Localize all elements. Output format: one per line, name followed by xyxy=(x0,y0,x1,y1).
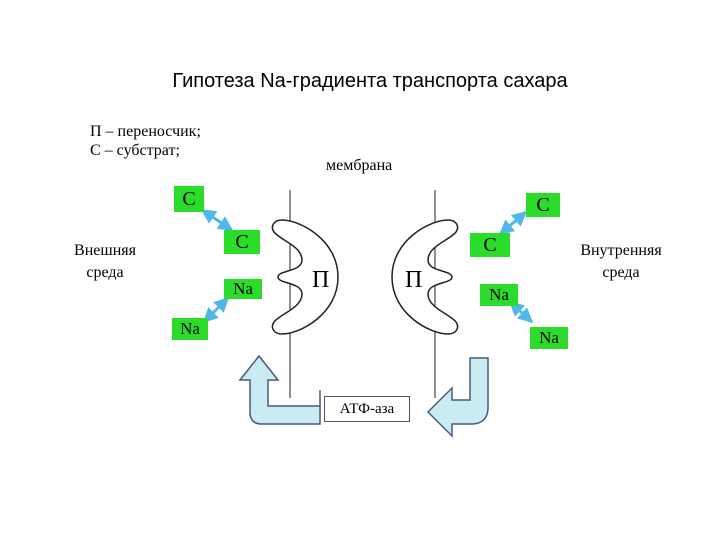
carrier-label-left: П xyxy=(312,267,330,293)
legend: П – переносчик; С – субстрат; xyxy=(90,122,201,160)
inner-medium-label: Внутренняя среда xyxy=(580,242,662,281)
atpase-label: АТФ-аза xyxy=(339,400,395,417)
substrate-outer-bound: С xyxy=(224,230,260,254)
carrier-shape-right xyxy=(391,219,459,335)
arrow-inner-substrate xyxy=(498,210,528,236)
legend-substrate: С – субстрат; xyxy=(90,142,180,159)
legend-carrier: П – переносчик; xyxy=(90,123,201,140)
substrate-inner-free: С xyxy=(526,193,560,217)
arrow-outer-substrate xyxy=(200,208,234,232)
outer-medium-label: Внешняя среда xyxy=(74,242,136,281)
pump-arrow-left xyxy=(238,354,321,425)
atpase-box: АТФ-аза xyxy=(324,396,410,422)
arrow-outer-sodium xyxy=(202,296,230,324)
carrier-label-right: П xyxy=(405,267,423,293)
sodium-inner-bound: Na xyxy=(480,284,518,306)
sodium-outer-free: Na xyxy=(172,318,208,340)
carrier-shape-left xyxy=(271,219,339,335)
sodium-outer-bound: Na xyxy=(224,279,262,299)
page-title: Гипотеза Na-градиента транспорта сахара xyxy=(172,70,568,92)
membrane-label: мембрана xyxy=(326,157,393,174)
substrate-outer-free: С xyxy=(174,186,204,212)
sodium-inner-free: Na xyxy=(530,327,568,349)
substrate-inner-bound: С xyxy=(470,233,510,257)
pump-arrow-right xyxy=(426,357,489,438)
